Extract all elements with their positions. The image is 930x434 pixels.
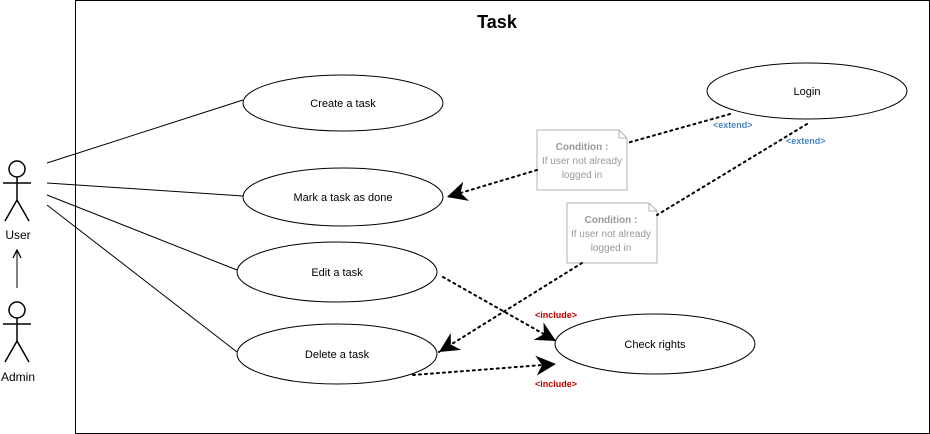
condition-note-2: Condition : If user not already logged i… xyxy=(566,202,658,264)
use-case-check-rights[interactable]: Check rights xyxy=(554,313,756,375)
actor-admin[interactable]: Admin xyxy=(1,301,35,384)
use-case-edit-task[interactable]: Edit a task xyxy=(236,241,438,303)
condition-note-1-header: Condition : xyxy=(556,142,609,153)
actor-user[interactable]: User xyxy=(3,160,31,242)
admin-stick-figure-icon xyxy=(3,301,31,363)
condition-note-2-line1: If user not already xyxy=(571,229,651,240)
use-case-login-label: Login xyxy=(794,86,821,98)
extend-login-delete xyxy=(439,123,808,352)
use-case-login[interactable]: Login xyxy=(706,62,908,120)
use-case-delete-task[interactable]: Delete a task xyxy=(236,323,438,385)
condition-note-2-header: Condition : xyxy=(585,215,638,226)
actor-admin-label: Admin xyxy=(1,370,35,384)
use-case-mark-done-label: Mark a task as done xyxy=(293,192,392,204)
use-case-delete-task-label: Delete a task xyxy=(305,349,370,361)
use-case-create-task[interactable]: Create a task xyxy=(242,74,444,132)
include-edit-check-rights xyxy=(442,276,557,342)
extend-login-mark-done xyxy=(447,113,731,197)
assoc-user-delete xyxy=(46,204,238,353)
extend-label-2: <extend> xyxy=(786,136,826,146)
include-label-1: <include> xyxy=(535,310,577,320)
condition-note-2-line2: logged in xyxy=(591,243,632,254)
condition-note-1: Condition : If user not already logged i… xyxy=(536,129,628,191)
assoc-user-edit xyxy=(46,194,238,271)
assoc-user-mark-done xyxy=(46,182,244,197)
condition-note-1-line2: logged in xyxy=(562,170,603,181)
condition-note-1-line1: If user not already xyxy=(542,156,622,167)
include-label-2: <include> xyxy=(535,379,577,389)
include-delete-check-rights xyxy=(412,355,557,376)
use-case-check-rights-label: Check rights xyxy=(624,339,686,351)
user-stick-figure-icon xyxy=(3,160,31,222)
extend-label-1: <extend> xyxy=(713,120,753,130)
actor-user-label: User xyxy=(5,228,30,242)
assoc-user-create xyxy=(46,99,244,164)
system-title: Task xyxy=(477,12,518,32)
use-case-create-task-label: Create a task xyxy=(310,98,376,110)
use-case-mark-done[interactable]: Mark a task as done xyxy=(242,167,444,227)
use-case-edit-task-label: Edit a task xyxy=(311,267,363,279)
